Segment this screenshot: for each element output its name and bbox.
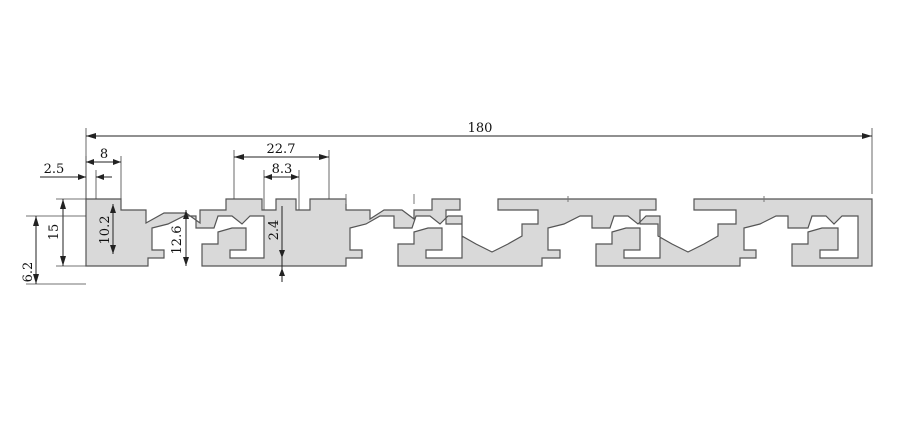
dimension-base-thickness: 6.2 [21, 215, 86, 285]
label-overall-height: 15 [47, 224, 62, 241]
label-edge-offset: 2.5 [44, 162, 65, 177]
dimension-edge-width: 8 [85, 147, 122, 199]
profile-body [85, 198, 873, 267]
label-base-thickness: 6.2 [21, 262, 36, 283]
profile-cross-section [85, 194, 873, 267]
dimension-overall-width: 180 [85, 121, 873, 199]
dimension-inner-height: 10.2 [98, 204, 116, 254]
dimension-slot-pitch: 22.7 [233, 142, 330, 199]
dimension-web-thickness: 2.4 [267, 206, 285, 282]
dimension-edge-offset: 2.5 [40, 162, 112, 199]
dimension-slot-depth: 12.6 [170, 210, 189, 266]
dimension-slot-opening: 8.3 [263, 162, 300, 210]
label-inner-height: 10.2 [98, 216, 113, 245]
label-slot-pitch: 22.7 [267, 142, 296, 157]
label-edge-width: 8 [100, 147, 108, 162]
label-web-thickness: 2.4 [267, 220, 282, 241]
label-overall-width: 180 [468, 121, 493, 136]
dimension-overall-height: 15 [47, 198, 86, 267]
label-slot-opening: 8.3 [272, 162, 293, 177]
label-slot-depth: 12.6 [170, 226, 185, 255]
